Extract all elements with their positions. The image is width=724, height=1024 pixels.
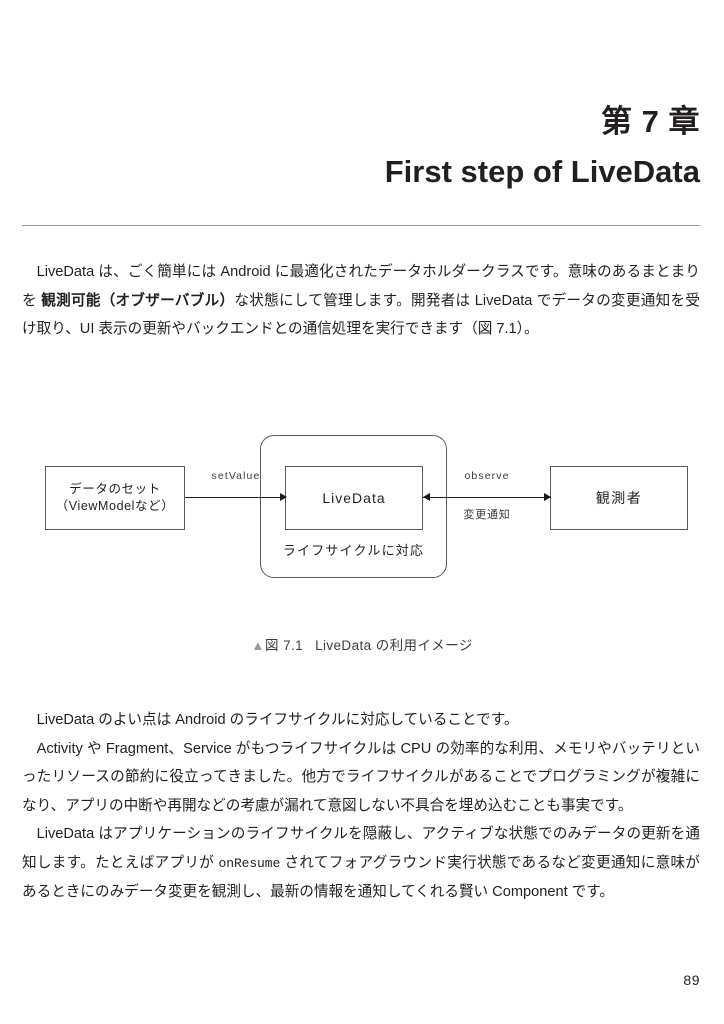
caption-triangle-icon: ▲ (251, 638, 266, 653)
node-observer-label: 観測者 (595, 489, 643, 506)
figure-canvas: ライフサイクルに対応 データのセット （ViewModelなど） LiveDat… (0, 420, 724, 600)
figure-caption: ▲図 7.1 LiveData の利用イメージ (0, 634, 724, 654)
node-data-source-label: データのセット （ViewModelなど） (56, 481, 175, 515)
edge-observe-label: observe (464, 470, 510, 482)
body3-text-part1: LiveData はアプリケーションのライフサイクルを隠蔽し、アクティブな状態で… (22, 826, 700, 871)
intro-text-part1: LiveData は、ごく簡単には Android に最適化されたデータホルダー… (22, 264, 700, 309)
body-paragraph-block: LiveData のよい点は Android のライフサイクルに対応していること… (22, 706, 700, 907)
edge-observe-arrowhead-left (423, 493, 430, 501)
intro-text-part2: な状態にして管理します。開発者は LiveData でデータの変更通知を受け取り… (22, 292, 700, 338)
chapter-heading: 第 7 章 First step of LiveData (22, 104, 700, 189)
intro-bold-term: 観測可能（オブザーバブル） (41, 292, 235, 309)
node-data-source: データのセット （ViewModelなど） (45, 466, 185, 530)
edge-setvalue-arrowhead (280, 493, 287, 501)
chapter-title: First step of LiveData (384, 153, 700, 189)
edge-setvalue-label: setValue (211, 470, 261, 482)
paragraph-body-3: LiveData はアプリケーションのライフサイクルを隠蔽し、アクティブな状態で… (22, 820, 700, 907)
node-livedata: LiveData (285, 466, 423, 530)
paragraph-body-1: LiveData のよい点は Android のライフサイクルに対応していること… (36, 712, 519, 728)
edge-setvalue-line (185, 497, 287, 498)
node-observer: 観測者 (550, 466, 688, 530)
edge-notify-label: 変更通知 (463, 509, 511, 521)
lifecycle-container (260, 435, 447, 578)
node-data-source-line1: データのセット (69, 482, 161, 496)
page-number: 89 (683, 972, 700, 988)
caption-label: 図 7.1 (265, 638, 304, 653)
paragraph-body-2: Activity や Fragment、Service がもつライフサイクルは … (22, 740, 700, 814)
body3-code-onresume: onResume (218, 855, 281, 871)
lifecycle-container-label: ライフサイクルに対応 (282, 543, 425, 558)
edge-observe-line (423, 497, 551, 498)
caption-text: LiveData の利用イメージ (315, 638, 473, 653)
body3-text-part2: されてフォアグラウンド実行状態であるなど変更通知に意味があるときにのみデータ変更… (22, 854, 700, 901)
figure-7-1: ライフサイクルに対応 データのセット （ViewModelなど） LiveDat… (0, 420, 724, 670)
heading-divider (22, 225, 700, 226)
chapter-number: 第 7 章 (601, 104, 700, 139)
edge-observe-arrowhead-right (544, 493, 551, 501)
paragraph-intro: LiveData は、ごく簡単には Android に最適化されたデータホルダー… (22, 258, 700, 344)
node-livedata-label: LiveData (322, 489, 386, 506)
node-data-source-line2: （ViewModelなど） (55, 499, 175, 513)
intro-paragraph-block: LiveData は、ごく簡単には Android に最適化されたデータホルダー… (22, 258, 700, 344)
